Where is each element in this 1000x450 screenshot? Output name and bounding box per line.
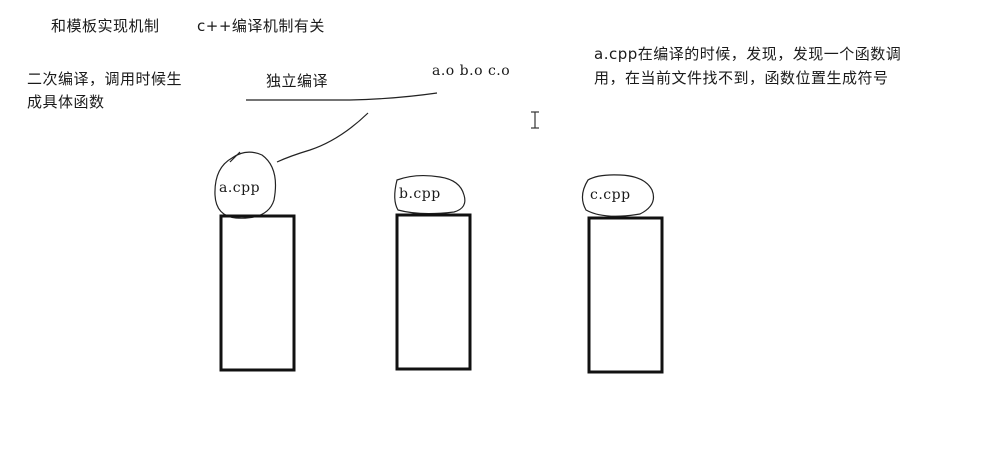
box-b bbox=[395, 213, 472, 371]
file-label-b: b.cpp bbox=[399, 186, 441, 202]
label-object-files: a.o b.o c.o bbox=[432, 63, 511, 79]
file-label-a: a.cpp bbox=[219, 180, 261, 196]
label-independent-compile: 独立编译 bbox=[266, 72, 329, 90]
note-symbol-line1: a.cpp在编译的时候，发现，发现一个函数调 bbox=[594, 45, 902, 63]
box-c bbox=[587, 216, 664, 374]
note-symbol-line2: 用，在当前文件找不到，函数位置生成符号 bbox=[594, 69, 889, 87]
note-second-compile-line1: 二次编译，调用时候生 bbox=[27, 70, 183, 88]
box-a bbox=[219, 214, 296, 372]
heading-cpp-compile: c++编译机制有关 bbox=[197, 17, 325, 35]
file-label-c: c.cpp bbox=[590, 187, 631, 203]
heading-template-mechanism: 和模板实现机制 bbox=[51, 17, 160, 35]
divider-line bbox=[246, 92, 438, 101]
note-second-compile-line2: 成具体函数 bbox=[27, 93, 105, 111]
text-cursor-icon bbox=[531, 111, 539, 129]
file-c-blob bbox=[581, 174, 655, 217]
file-a-mark bbox=[229, 151, 241, 163]
connector-line bbox=[276, 112, 369, 163]
file-b-blob bbox=[394, 174, 466, 215]
